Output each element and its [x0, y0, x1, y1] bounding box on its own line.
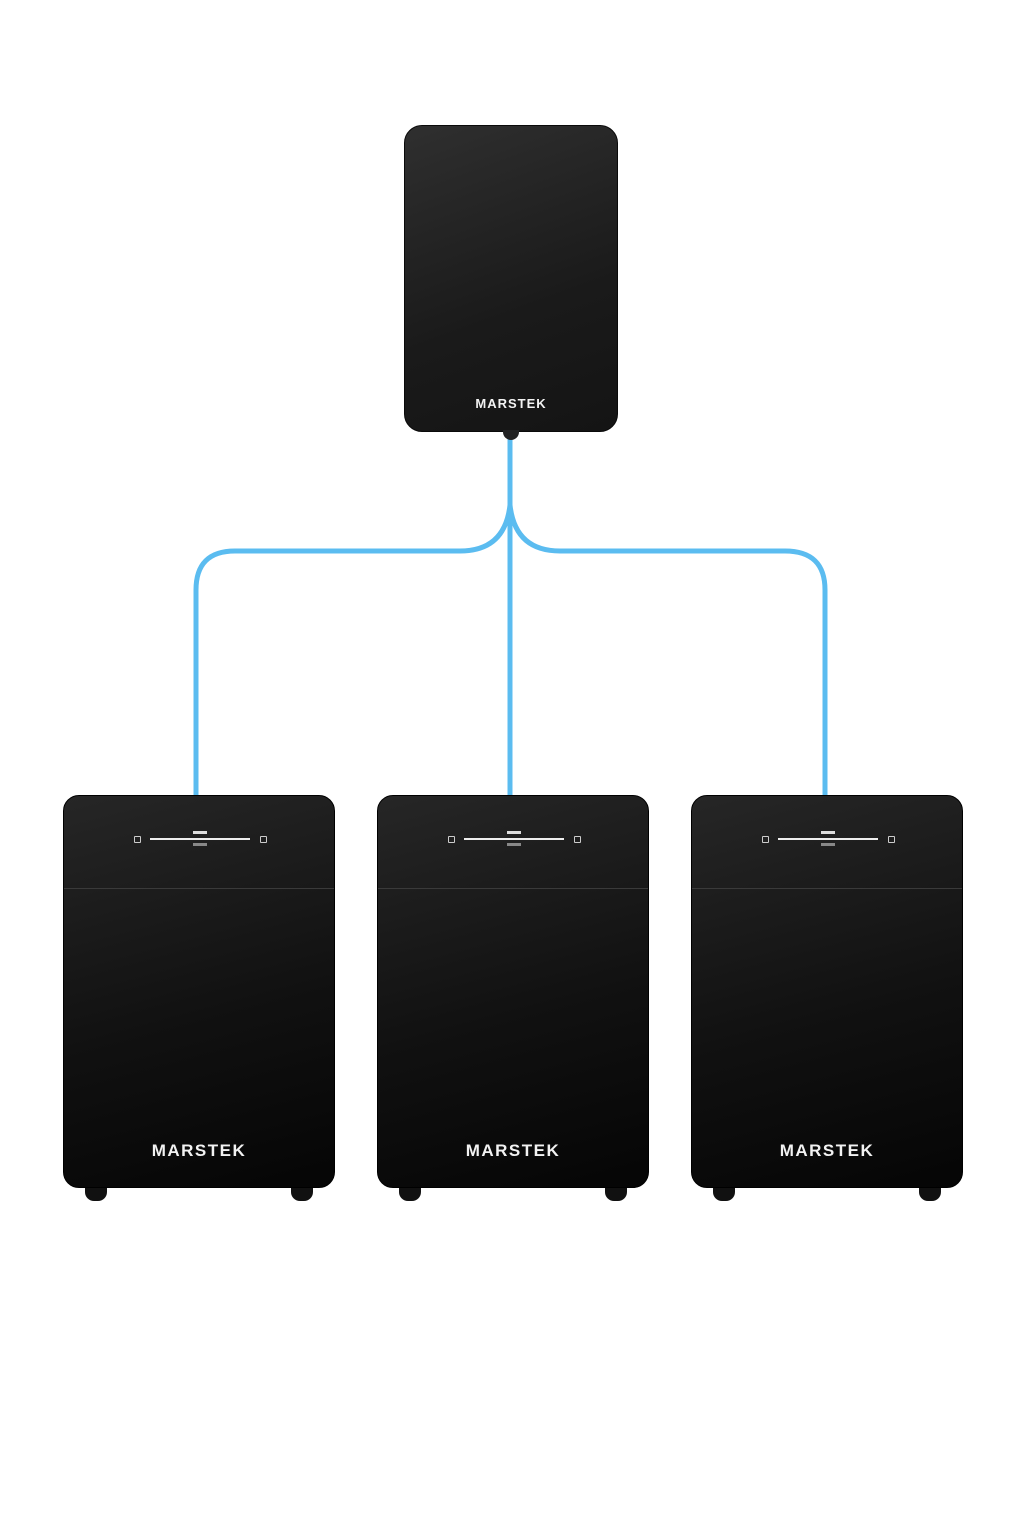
connection-icon	[888, 836, 895, 843]
battery-unit-1: MARSTEK	[63, 795, 335, 1201]
battery-logo: MARSTEK	[779, 1141, 875, 1160]
cable-right	[507, 502, 828, 798]
status-display	[507, 843, 521, 846]
battery-unit-3: MARSTEK	[691, 795, 963, 1201]
battery-logo: MARSTEK	[465, 1141, 561, 1160]
connection-icon	[260, 836, 267, 843]
hub-logo: MARSTEK	[475, 396, 547, 411]
panel-divider	[64, 888, 334, 889]
cable-left	[193, 502, 513, 798]
status-display	[821, 843, 835, 846]
power-icon	[762, 836, 769, 843]
charge-level-bar	[778, 838, 878, 840]
hub-device: MARSTEK	[404, 125, 618, 432]
status-indicator	[507, 831, 521, 834]
status-display	[193, 843, 207, 846]
power-icon	[134, 836, 141, 843]
battery-unit-2: MARSTEK	[377, 795, 649, 1201]
connection-icon	[574, 836, 581, 843]
power-icon	[448, 836, 455, 843]
panel-divider	[692, 888, 962, 889]
charge-level-bar	[150, 838, 250, 840]
charge-level-bar	[464, 838, 564, 840]
battery-logo: MARSTEK	[151, 1141, 247, 1160]
hub-cable-port	[503, 430, 519, 440]
panel-divider	[378, 888, 648, 889]
status-indicator	[821, 831, 835, 834]
status-indicator	[193, 831, 207, 834]
